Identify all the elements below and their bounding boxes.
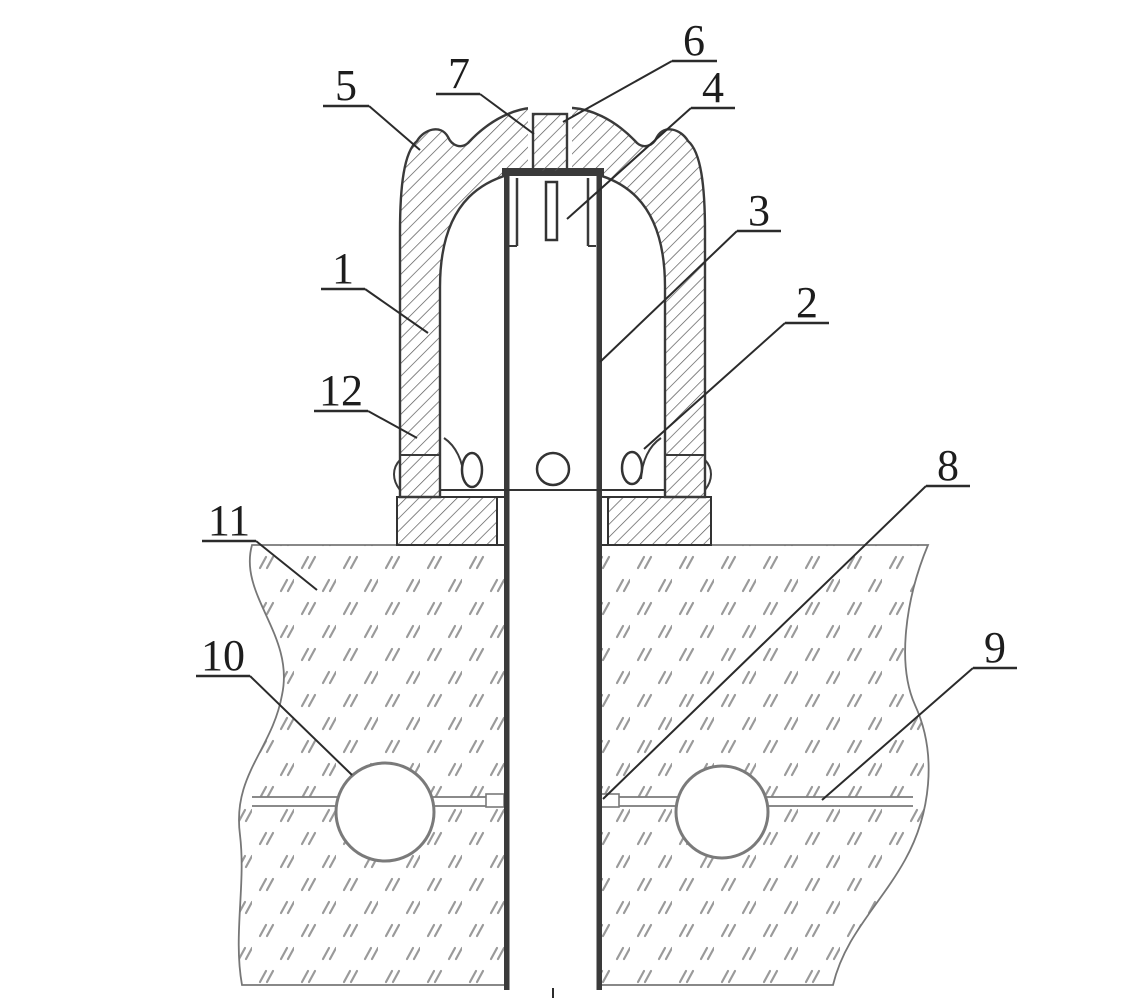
part-label-4: 4 <box>702 63 724 112</box>
part-label-2: 2 <box>796 278 818 327</box>
flange-block-right <box>607 496 712 546</box>
leader-line-8 <box>602 485 927 800</box>
leader-line-5 <box>368 105 421 151</box>
packing-port-row <box>440 450 665 491</box>
bore-circle-right <box>674 764 770 860</box>
part-label-8: 8 <box>937 441 959 490</box>
flange-block-left <box>396 496 498 546</box>
leader-line-12 <box>367 410 418 439</box>
tube-slot <box>544 180 559 242</box>
leader-line-3 <box>599 230 738 363</box>
leader-line-7 <box>479 93 535 135</box>
part-label-11: 11 <box>208 496 250 545</box>
ground-bores <box>334 761 770 863</box>
leader-line-1 <box>364 288 429 334</box>
part-label-6: 6 <box>683 16 705 65</box>
leader-line-10 <box>249 675 353 776</box>
port-hole-right <box>620 450 644 486</box>
leader-line-11 <box>255 540 318 591</box>
seal-flare-right <box>704 459 712 491</box>
part-label-12: 12 <box>319 366 363 415</box>
bore-circle-left <box>334 761 436 863</box>
port-hole-center <box>535 451 571 487</box>
seal-flare-left <box>393 459 401 491</box>
leader-line-2 <box>643 322 786 450</box>
part-label-3: 3 <box>748 186 770 235</box>
channel-tab-right <box>600 793 620 808</box>
leader-line-9 <box>821 667 974 801</box>
part-label-7: 7 <box>448 49 470 98</box>
tube-wall-right <box>596 176 602 990</box>
tube-interior <box>504 176 602 990</box>
apex-plug <box>531 112 569 174</box>
part-label-10: 10 <box>201 631 245 680</box>
leader-line-6 <box>562 60 673 123</box>
port-hole-left <box>460 451 484 489</box>
part-label-9: 9 <box>984 623 1006 672</box>
part-label-1: 1 <box>332 244 354 293</box>
channel-tab-left <box>485 793 505 808</box>
tube-wall-left <box>504 176 510 990</box>
leader-line-4 <box>566 107 692 220</box>
center-tube <box>502 168 604 990</box>
part-label-5: 5 <box>335 61 357 110</box>
